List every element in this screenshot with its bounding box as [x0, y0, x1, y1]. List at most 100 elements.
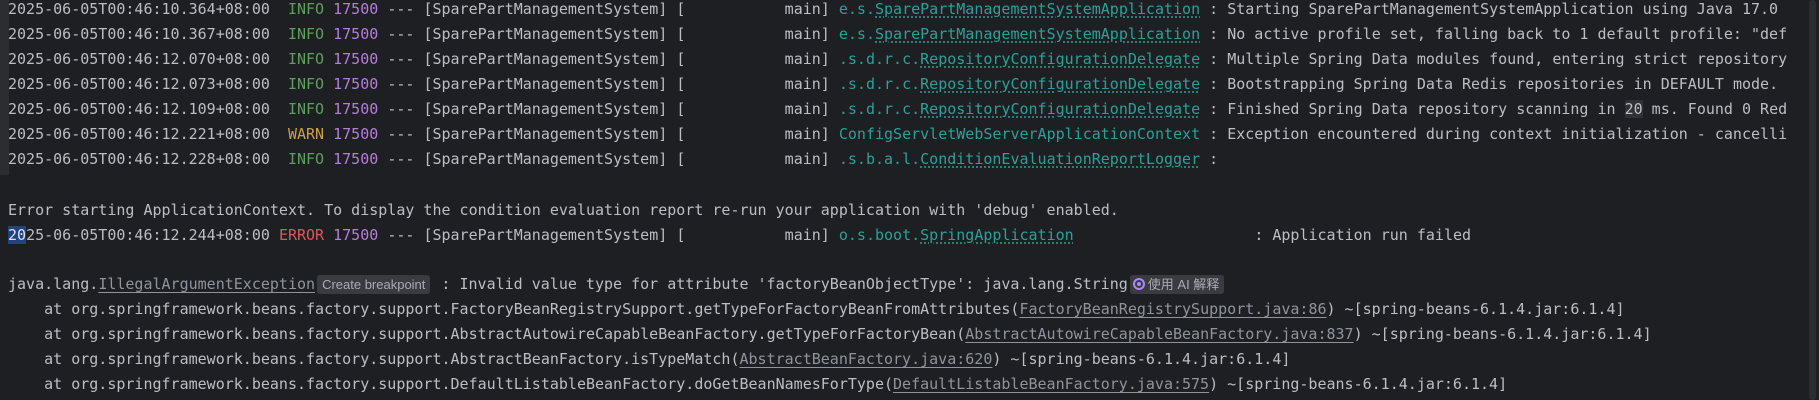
log-message: :	[1209, 150, 1219, 168]
log-message: : Application run failed	[1254, 226, 1472, 244]
gutter-marker	[0, 125, 9, 150]
log-pid: 17500	[333, 75, 379, 93]
log-line: 2025-06-05T00:46:12.070+08:00 INFO 17500…	[8, 47, 1787, 72]
log-message: : Bootstrapping Spring Data Redis reposi…	[1209, 75, 1779, 93]
stack-frame-method: at org.springframework.beans.factory.sup…	[8, 375, 894, 393]
stack-frame-method: at org.springframework.beans.factory.sup…	[8, 350, 740, 368]
stack-frame-source-link[interactable]: AbstractBeanFactory.java:620	[739, 350, 993, 368]
log-timestamp: 2025-06-05T00:46:10.364+08:00	[8, 0, 270, 18]
log-app: [SparePartManagementSystem]	[423, 25, 668, 43]
stack-frame-method: at org.springframework.beans.factory.sup…	[8, 325, 966, 343]
log-timestamp: 2025-06-05T00:46:10.367+08:00	[8, 25, 270, 43]
log-separator: ---	[387, 75, 415, 93]
log-thread: [ main]	[676, 0, 830, 18]
logger-class-link[interactable]: SpringApplication	[920, 226, 1074, 244]
log-message: : Starting SparePartManagementSystemAppl…	[1209, 0, 1779, 18]
stack-frame-suffix: ) ~[spring-beans-6.1.4.jar:6.1.4]	[992, 350, 1291, 368]
log-logger: ConfigServletWebServerApplicationContext	[839, 125, 1200, 143]
logger-class-link[interactable]: SparePartManagementSystemApplication	[875, 0, 1201, 18]
log-timestamp: 2025-06-05T00:46:12.221+08:00	[8, 125, 270, 143]
log-level: WARN	[287, 125, 325, 143]
log-timestamp: 2025-06-05T00:46:12.109+08:00	[8, 100, 270, 118]
gutter-marker	[0, 0, 9, 25]
log-line: 2025-06-05T00:46:12.221+08:00 WARN 17500…	[8, 122, 1787, 147]
log-logger[interactable]: .s.d.r.c.RepositoryConfigurationDelegate	[839, 50, 1200, 68]
logger-class-link[interactable]: SparePartManagementSystemApplication	[875, 25, 1201, 43]
log-level: INFO	[287, 25, 325, 43]
log-separator: ---	[387, 0, 415, 18]
log-pid: 17500	[333, 125, 379, 143]
log-app: [SparePartManagementSystem]	[423, 150, 668, 168]
vertical-scrollbar[interactable]	[1805, 0, 1819, 400]
log-logger[interactable]: e.s.SparePartManagementSystemApplication	[839, 25, 1200, 43]
log-logger[interactable]: e.s.SparePartManagementSystemApplication	[839, 0, 1200, 18]
log-message: : Finished Spring Data repository scanni…	[1209, 100, 1787, 118]
log-logger[interactable]: .s.d.r.c.RepositoryConfigurationDelegate	[839, 75, 1200, 93]
logger-class-link[interactable]: ConditionEvaluationReportLogger	[920, 150, 1201, 168]
log-timestamp: 2025-06-05T00:46:12.070+08:00	[8, 50, 270, 68]
log-level: INFO	[287, 0, 325, 18]
log-separator: ---	[387, 50, 415, 68]
log-thread: [ main]	[676, 125, 830, 143]
logger-prefix: e.s.	[838, 0, 875, 18]
log-separator: ---	[387, 150, 415, 168]
log-timestamp-selection: 20	[8, 226, 27, 244]
exception-message: : Invalid value type for attribute 'fact…	[432, 275, 1128, 293]
log-logger[interactable]: .s.d.r.c.RepositoryConfigurationDelegate	[839, 100, 1200, 118]
stack-frame-method: at org.springframework.beans.factory.sup…	[8, 300, 1020, 318]
log-logger[interactable]: .s.b.a.l.ConditionEvaluationReportLogger	[839, 150, 1200, 168]
stack-frame-source-link[interactable]: DefaultListableBeanFactory.java:575	[893, 375, 1210, 393]
log-pid: 17500	[333, 25, 379, 43]
stack-frame-source-link[interactable]: AbstractAutowireCapableBeanFactory.java:…	[965, 325, 1354, 343]
log-pid: 17500	[333, 100, 379, 118]
logger-class-link[interactable]: RepositoryConfigurationDelegate	[920, 75, 1201, 93]
stack-frame-source-link[interactable]: FactoryBeanRegistrySupport.java:86	[1019, 300, 1327, 318]
log-separator: ---	[387, 125, 415, 143]
gutter-marker	[0, 25, 9, 50]
gutter-marker	[0, 50, 9, 75]
stack-frame: at org.springframework.beans.factory.sup…	[8, 372, 1507, 397]
error-notice: Error starting ApplicationContext. To di…	[8, 201, 1119, 219]
log-message: : No active profile set, falling back to…	[1209, 25, 1788, 43]
exception-package: java.lang.	[8, 275, 99, 293]
stack-frame: at org.springframework.beans.factory.sup…	[8, 347, 1290, 372]
log-line: 2025-06-05T00:46:12.073+08:00 INFO 17500…	[8, 72, 1778, 97]
log-separator: ---	[387, 25, 415, 43]
stack-frame-suffix: ) ~[spring-beans-6.1.4.jar:6.1.4]	[1326, 300, 1625, 318]
log-app: [SparePartManagementSystem]	[423, 100, 668, 118]
logger-prefix: .s.d.r.c.	[838, 75, 921, 93]
logger-prefix: .s.d.r.c.	[838, 100, 921, 118]
exception-class-link[interactable]: IllegalArgumentException	[98, 275, 316, 293]
log-pid: 17500	[333, 150, 379, 168]
stack-frame: at org.springframework.beans.factory.sup…	[8, 297, 1625, 322]
logger-prefix: o.s.boot.	[838, 226, 921, 244]
log-pid: 17500	[333, 0, 379, 18]
log-message: : Exception encountered during context i…	[1209, 125, 1788, 143]
log-pid: 17500	[333, 50, 379, 68]
log-timestamp: 2025-06-05T00:46:12.228+08:00	[8, 150, 270, 168]
log-app: [SparePartManagementSystem]	[423, 75, 668, 93]
log-line: 2025-06-05T00:46:12.228+08:00 INFO 17500…	[8, 147, 1218, 172]
log-logger[interactable]: o.s.boot.SpringApplication	[839, 226, 1074, 244]
log-app: [SparePartManagementSystem]	[423, 125, 668, 143]
log-level: ERROR	[278, 226, 325, 244]
ai-explain-button[interactable]: 使用 AI 解释	[1129, 275, 1225, 294]
log-timestamp: 2025-06-05T00:46:12.073+08:00	[8, 75, 270, 93]
logger-prefix: .s.d.r.c.	[838, 50, 921, 68]
ai-spiral-icon	[1132, 278, 1145, 290]
logger-class-link[interactable]: RepositoryConfigurationDelegate	[920, 50, 1201, 68]
create-breakpoint-button[interactable]: Create breakpoint	[317, 275, 431, 294]
error-log-line: 2025-06-05T00:46:12.244+08:00 ERROR 1750…	[8, 223, 1471, 248]
log-thread: [ main]	[676, 100, 830, 118]
log-pid: 17500	[333, 226, 379, 244]
scrollbar-thumb[interactable]	[1809, 0, 1816, 400]
logger-class-link[interactable]: RepositoryConfigurationDelegate	[920, 100, 1201, 118]
stack-frame: at org.springframework.beans.factory.sup…	[8, 322, 1652, 347]
log-app: [SparePartManagementSystem]	[423, 226, 668, 244]
stack-frame-suffix: ) ~[spring-beans-6.1.4.jar:6.1.4]	[1209, 375, 1508, 393]
log-level: INFO	[287, 100, 325, 118]
logger-prefix: ConfigServletWebServerApplicationContext	[838, 125, 1201, 143]
log-message: : Multiple Spring Data modules found, en…	[1209, 50, 1788, 68]
log-timestamp: 25-06-05T00:46:12.244+08:00	[26, 226, 270, 244]
